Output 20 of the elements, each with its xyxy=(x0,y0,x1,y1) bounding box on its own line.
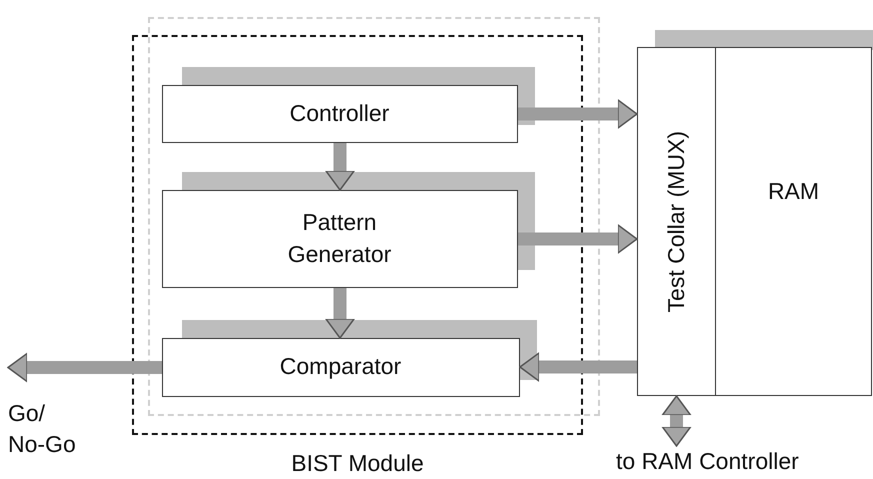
block-arrow xyxy=(7,352,162,382)
block-arrow xyxy=(662,395,692,447)
block-label: Test Collar (MUX) xyxy=(662,130,690,312)
block-box xyxy=(162,84,518,142)
block-arrow xyxy=(518,99,638,129)
block-arrow xyxy=(519,352,637,382)
block-label: RAM xyxy=(768,177,820,206)
signal-text: Go/ No-Go xyxy=(8,399,77,460)
block-box xyxy=(637,47,716,396)
block-label: Pattern Generator xyxy=(286,208,392,268)
signal-text: to RAM Controller xyxy=(616,447,800,476)
block-arrow xyxy=(325,143,355,191)
block-label: Comparator xyxy=(280,352,402,382)
block-box xyxy=(162,338,520,396)
block-box xyxy=(715,47,872,396)
block-arrow xyxy=(518,224,638,254)
block-arrow xyxy=(325,288,355,339)
module-label: BIST Module xyxy=(290,448,425,478)
block-box xyxy=(162,190,518,288)
block-label: Controller xyxy=(290,98,390,128)
